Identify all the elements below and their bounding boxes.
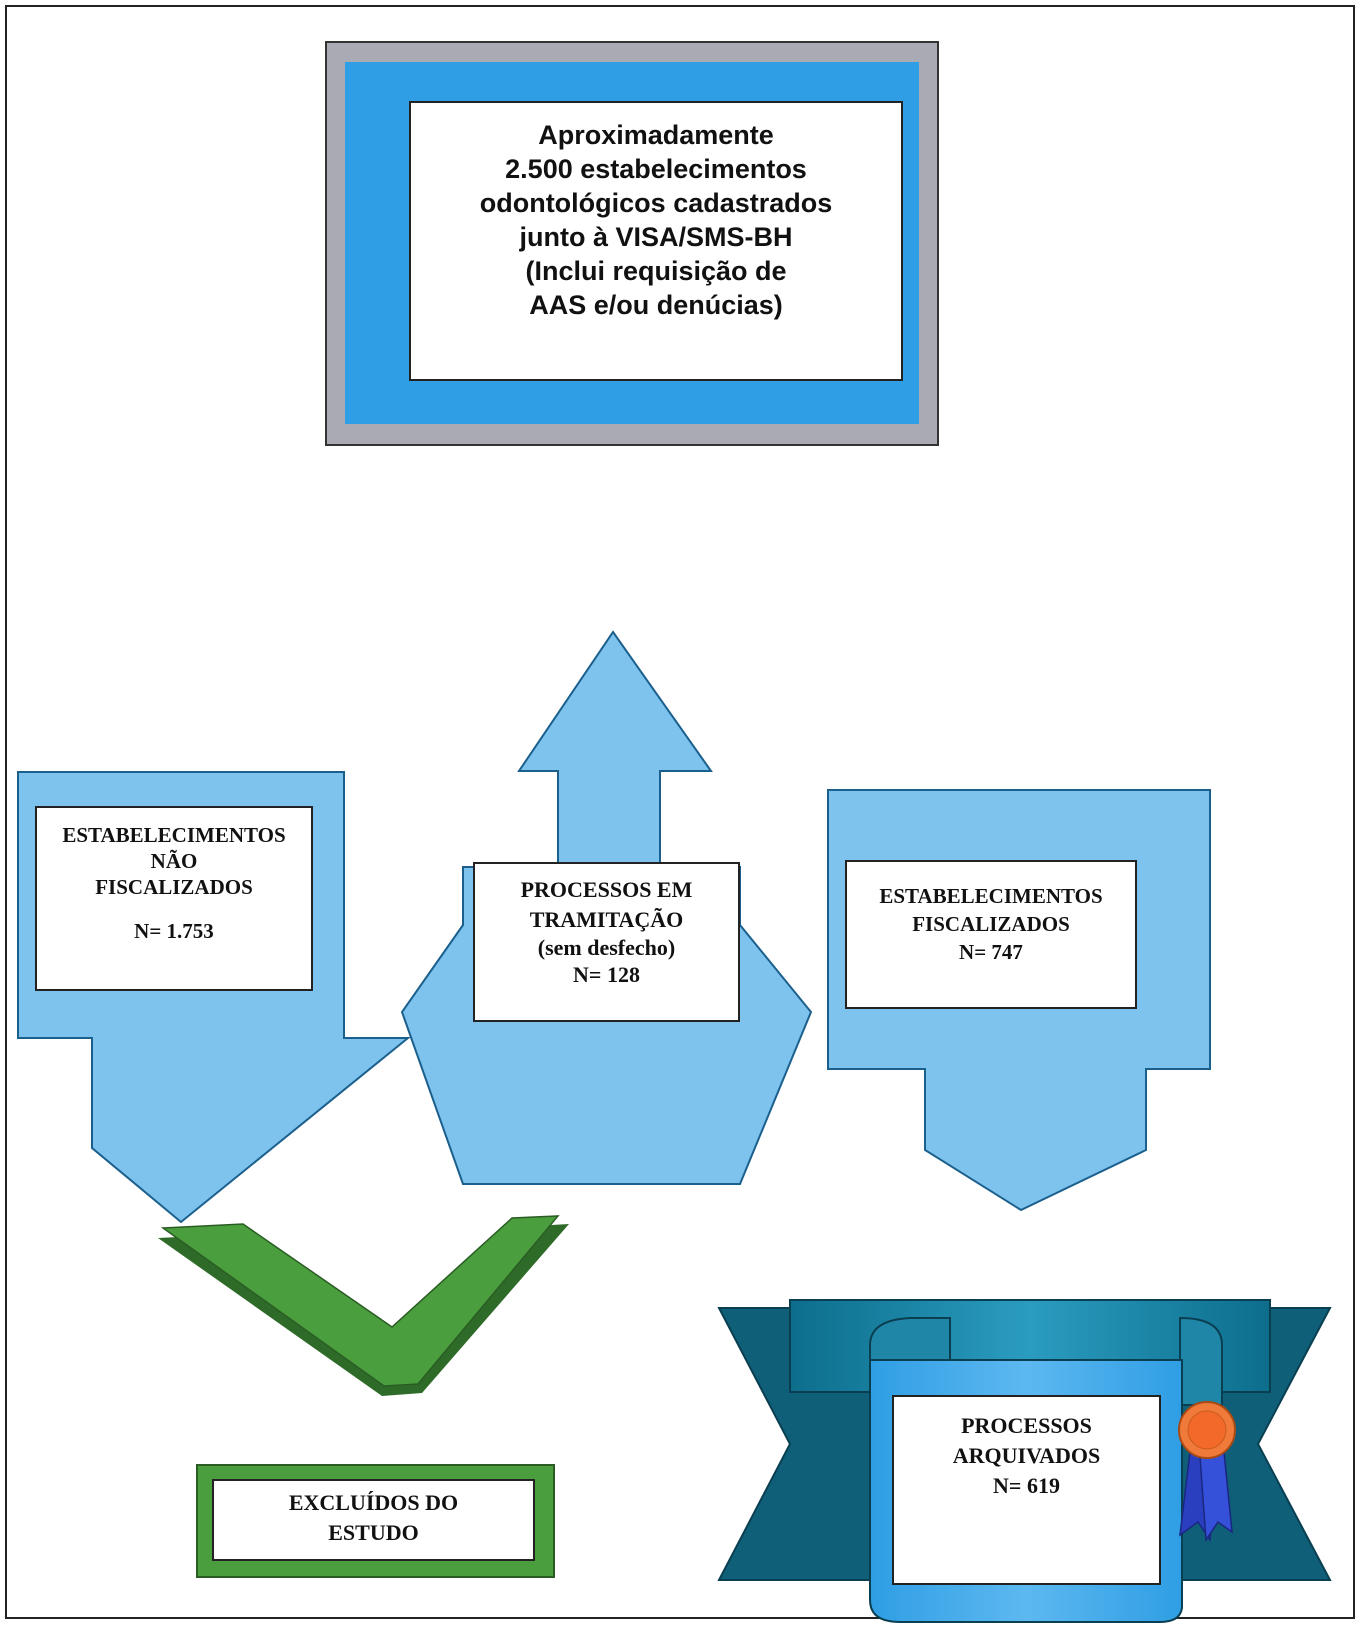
center-box-line: TRAMITAÇÃO — [529, 907, 684, 932]
left-box-line: NÃO — [150, 849, 198, 873]
left-box-line: ESTABELECIMENTOS — [62, 823, 286, 847]
archived-box-count: N= 619 — [993, 1473, 1060, 1498]
top-box — [325, 41, 939, 446]
center-box-text: PROCESSOS EM TRAMITAÇÃO (sem desfecho) N… — [474, 875, 739, 989]
archived-box-line: ARQUIVADOS — [952, 1443, 1101, 1468]
center-box-count: N= 128 — [573, 962, 640, 987]
top-box-line: Aproximadamente — [538, 120, 774, 150]
check-icon — [158, 1215, 569, 1396]
excluded-box — [196, 1464, 555, 1578]
right-box-count: N= 747 — [959, 940, 1023, 964]
top-box-line: (Inclui requisição de — [525, 256, 787, 286]
excluded-box-text: EXCLUÍDOS DO ESTUDO — [213, 1488, 534, 1548]
page-border — [5, 5, 1355, 1619]
center-box-line: (sem desfecho) — [537, 935, 676, 960]
top-box-text: Aproximadamente 2.500 estabelecimentos o… — [410, 118, 902, 322]
excluded-box-line: ESTUDO — [328, 1520, 419, 1545]
top-box-line: AAS e/ou denúcias) — [529, 290, 783, 320]
left-box-text: ESTABELECIMENTOS NÃO FISCALIZADOS N= 1.7… — [36, 822, 312, 944]
right-box-line: FISCALIZADOS — [912, 912, 1070, 936]
right-down-arrow — [827, 789, 1211, 1212]
left-box-line: FISCALIZADOS — [95, 875, 253, 899]
center-box-line: PROCESSOS EM — [520, 877, 693, 902]
excluded-box-line: EXCLUÍDOS DO — [288, 1490, 459, 1515]
archived-box-text: PROCESSOS ARQUIVADOS N= 619 — [893, 1411, 1160, 1501]
archived-box-line: PROCESSOS — [961, 1413, 1092, 1438]
top-box-line: junto à VISA/SMS-BH — [519, 222, 793, 252]
center-multi-arrow — [400, 630, 813, 1185]
award-ribbon-icon — [1178, 1401, 1236, 1543]
top-box-line: odontológicos cadastrados — [479, 188, 833, 218]
ribbon-banner — [717, 1299, 1332, 1623]
right-box-line: ESTABELECIMENTOS — [879, 884, 1103, 908]
top-box-line: 2.500 estabelecimentos — [505, 154, 807, 184]
right-box-text: ESTABELECIMENTOS FISCALIZADOS N= 747 — [846, 882, 1136, 966]
left-down-arrow — [17, 771, 411, 1224]
left-box-count: N= 1.753 — [134, 919, 214, 943]
